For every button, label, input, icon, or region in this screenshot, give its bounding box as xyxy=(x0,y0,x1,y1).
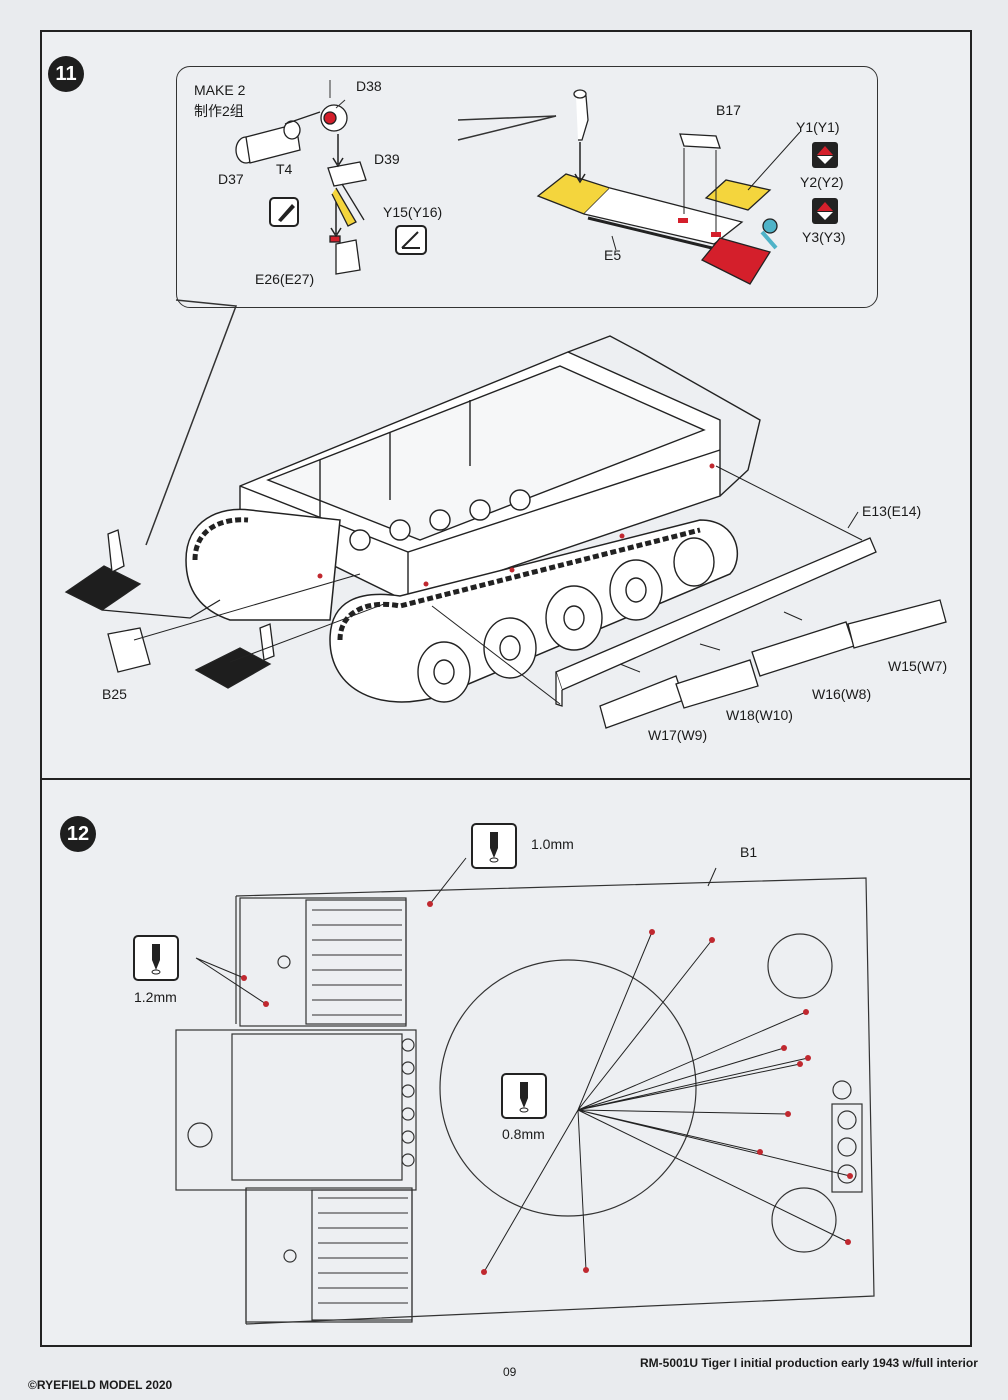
hull xyxy=(239,335,761,603)
make-label-cn: 制作2组 xyxy=(194,103,244,119)
make-label: MAKE 2 xyxy=(194,82,246,98)
fender-assembly xyxy=(536,89,778,285)
drill-label-1-0: 1.0mm xyxy=(531,836,574,852)
label-b17: B17 xyxy=(716,102,741,118)
label-e5: E5 xyxy=(604,247,622,263)
label-d38: D38 xyxy=(356,78,382,94)
label-d39: D39 xyxy=(374,151,400,167)
label-y2: Y2(Y2) xyxy=(800,174,844,190)
label-y1: Y1(Y1) xyxy=(796,119,840,135)
glue-icon xyxy=(269,197,299,227)
footer-page-number: 09 xyxy=(503,1365,517,1379)
step-12-panel: 12 xyxy=(40,778,972,1347)
label-y3: Y3(Y3) xyxy=(802,229,846,245)
floor-plate-b1 xyxy=(175,877,875,1325)
label-b25: B25 xyxy=(102,686,127,702)
left-fenders xyxy=(64,529,275,689)
label-b1: B1 xyxy=(740,844,758,860)
label-d37: D37 xyxy=(218,171,244,187)
drill-points xyxy=(241,901,853,1275)
footer-title: RM-5001U Tiger I initial production earl… xyxy=(640,1356,978,1370)
marker-dots xyxy=(317,463,715,587)
sub-assembly-callout xyxy=(176,66,878,308)
label-e13: E13(E14) xyxy=(862,503,922,519)
sub-assembly-parts xyxy=(235,104,367,275)
drill-label-0-8: 0.8mm xyxy=(502,1126,545,1142)
road-wheels xyxy=(417,537,715,703)
step-number-12: 12 xyxy=(60,816,96,852)
side-plate xyxy=(555,537,947,729)
label-w16: W16(W8) xyxy=(812,686,872,702)
label-w17: W17(W9) xyxy=(648,727,708,743)
label-w18: W18(W10) xyxy=(726,707,793,723)
label-w15: W15(W7) xyxy=(888,658,948,674)
label-e26: E26(E27) xyxy=(255,271,315,287)
label-t4: T4 xyxy=(276,161,293,177)
label-y15: Y15(Y16) xyxy=(383,204,443,220)
drill-label-1-2: 1.2mm xyxy=(134,989,177,1005)
footer-copyright: ©RYEFIELD MODEL 2020 xyxy=(28,1378,173,1392)
step-number-11: 11 xyxy=(48,56,84,92)
